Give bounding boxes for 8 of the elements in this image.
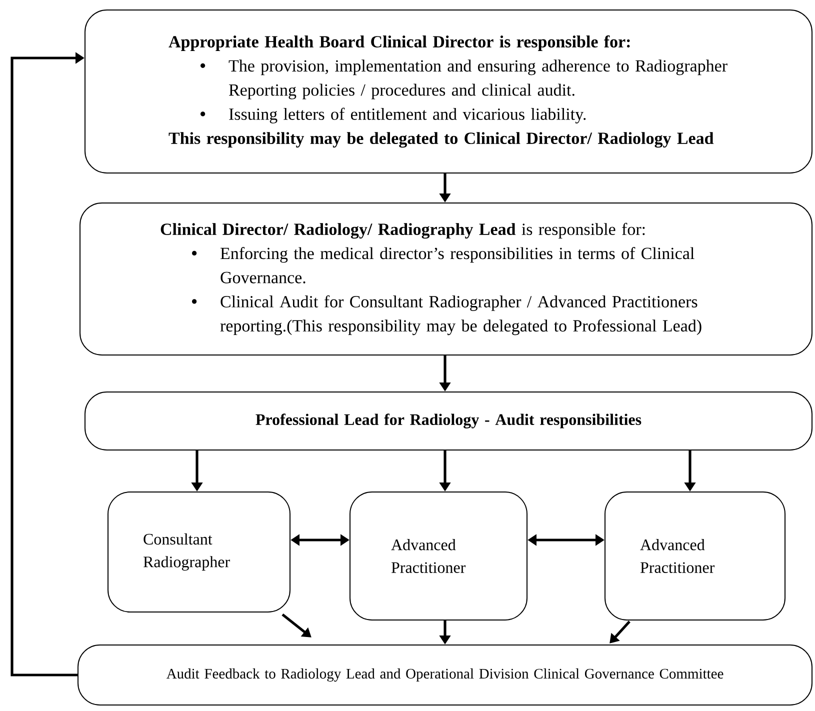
process-box: Audit Feedback to Radiology Lead and Operational Division Clinical Governance Committee <box>78 644 812 706</box>
arrow <box>610 620 630 644</box>
process-box: Appropriate Health Board Clinical Director is responsible for: The provision, implementation and ensuring adherence to Radiographer Reporting policies / procedures and clinical audit. Issuing letters of entitlement and vicarious liability. This responsibility may be delegated to Clinical Director/ Radiology Lead <box>84 10 812 174</box>
process-box: Clinical Director/ Radiology/ Radiography Lead is responsible for: Enforcing the medical director’s responsibilities in terms of Clinical Governance. Clinical Audit for Consultant Radiographer / Advanced Practitioners reporting.(This responsibility may be delegated to Professional Lead) <box>80 202 812 356</box>
process-box: Consultant Radiographer <box>108 492 290 612</box>
process-box: Advanced Practitioner <box>350 492 528 620</box>
process-box: Advanced Practitioner <box>604 492 786 620</box>
process-box: Professional Lead for Radiology - Audit responsibilities <box>84 392 812 450</box>
